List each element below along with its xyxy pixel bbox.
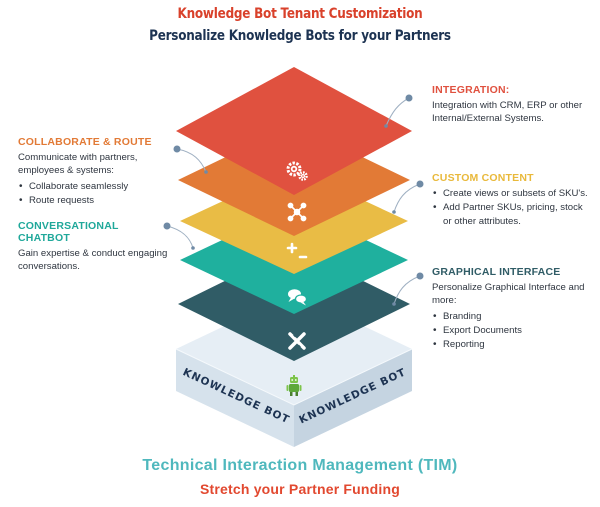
plus-minus-icon (286, 242, 308, 259)
callout-custom-content: CUSTOM CONTENT Create views or subsets o… (432, 172, 592, 229)
callout-integration: INTEGRATION: Integration with CRM, ERP o… (432, 84, 592, 125)
list-item: Create views or subsets of SKU's. (432, 187, 592, 201)
footer-tim-title: Technical Interaction Management (TIM) (142, 457, 458, 474)
list-item: Branding (432, 310, 592, 324)
gears-icon (286, 161, 308, 181)
list-item: Add Partner SKUs, pricing, stock or othe… (432, 201, 592, 229)
list-item: Reporting (432, 338, 592, 352)
connector-custom-content (392, 180, 424, 214)
layer-integration (176, 67, 412, 195)
connector-collaborate (173, 145, 208, 174)
callout-chatbot-text: Gain expertise & conduct engaging conver… (18, 248, 168, 272)
robot-icon (286, 375, 302, 396)
callout-integration-text: Integration with CRM, ERP or other Inter… (432, 100, 583, 124)
callout-chatbot-heading: CONVERSATIONAL CHATBOT (18, 220, 119, 244)
diagram-title: Knowledge Bot Tenant Customization (177, 6, 423, 22)
callout-collaborate: COLLABORATE & ROUTE Communicate with par… (18, 136, 178, 208)
callout-collaborate-bullets: Collaborate seamlessly Route requests (18, 180, 178, 208)
list-item: Export Documents (432, 324, 592, 338)
pencil-ruler-icon (288, 332, 306, 350)
callout-graphical-text: Personalize Graphical Interface and more… (432, 282, 585, 306)
diagram-subtitle: Personalize Knowledge Bots for your Part… (149, 28, 451, 44)
chat-bubbles-icon (288, 289, 308, 306)
callout-custom-content-heading: CUSTOM CONTENT (432, 172, 534, 184)
callout-chatbot: CONVERSATIONAL CHATBOT Gain expertise & … (18, 220, 168, 273)
connector-integration (384, 94, 413, 128)
callout-integration-heading: INTEGRATION: (432, 84, 510, 96)
base-right-face (294, 349, 412, 447)
list-item: Collaborate seamlessly (18, 180, 178, 194)
base-left-face (176, 349, 294, 447)
connector-chatbot (163, 222, 195, 250)
callout-graphical-bullets: Branding Export Documents Reporting (432, 310, 592, 352)
callout-graphical-heading: GRAPHICAL INTERFACE (432, 266, 561, 278)
callout-collaborate-text: Communicate with partners, employees & s… (18, 152, 138, 176)
network-icon (287, 202, 307, 222)
connector-graphical (392, 272, 424, 306)
callout-collaborate-heading: COLLABORATE & ROUTE (18, 136, 152, 148)
footer-tagline: Stretch your Partner Funding (199, 481, 401, 497)
callout-custom-content-bullets: Create views or subsets of SKU's. Add Pa… (432, 187, 592, 229)
callout-graphical: GRAPHICAL INTERFACE Personalize Graphica… (432, 266, 592, 352)
list-item: Route requests (18, 194, 178, 208)
